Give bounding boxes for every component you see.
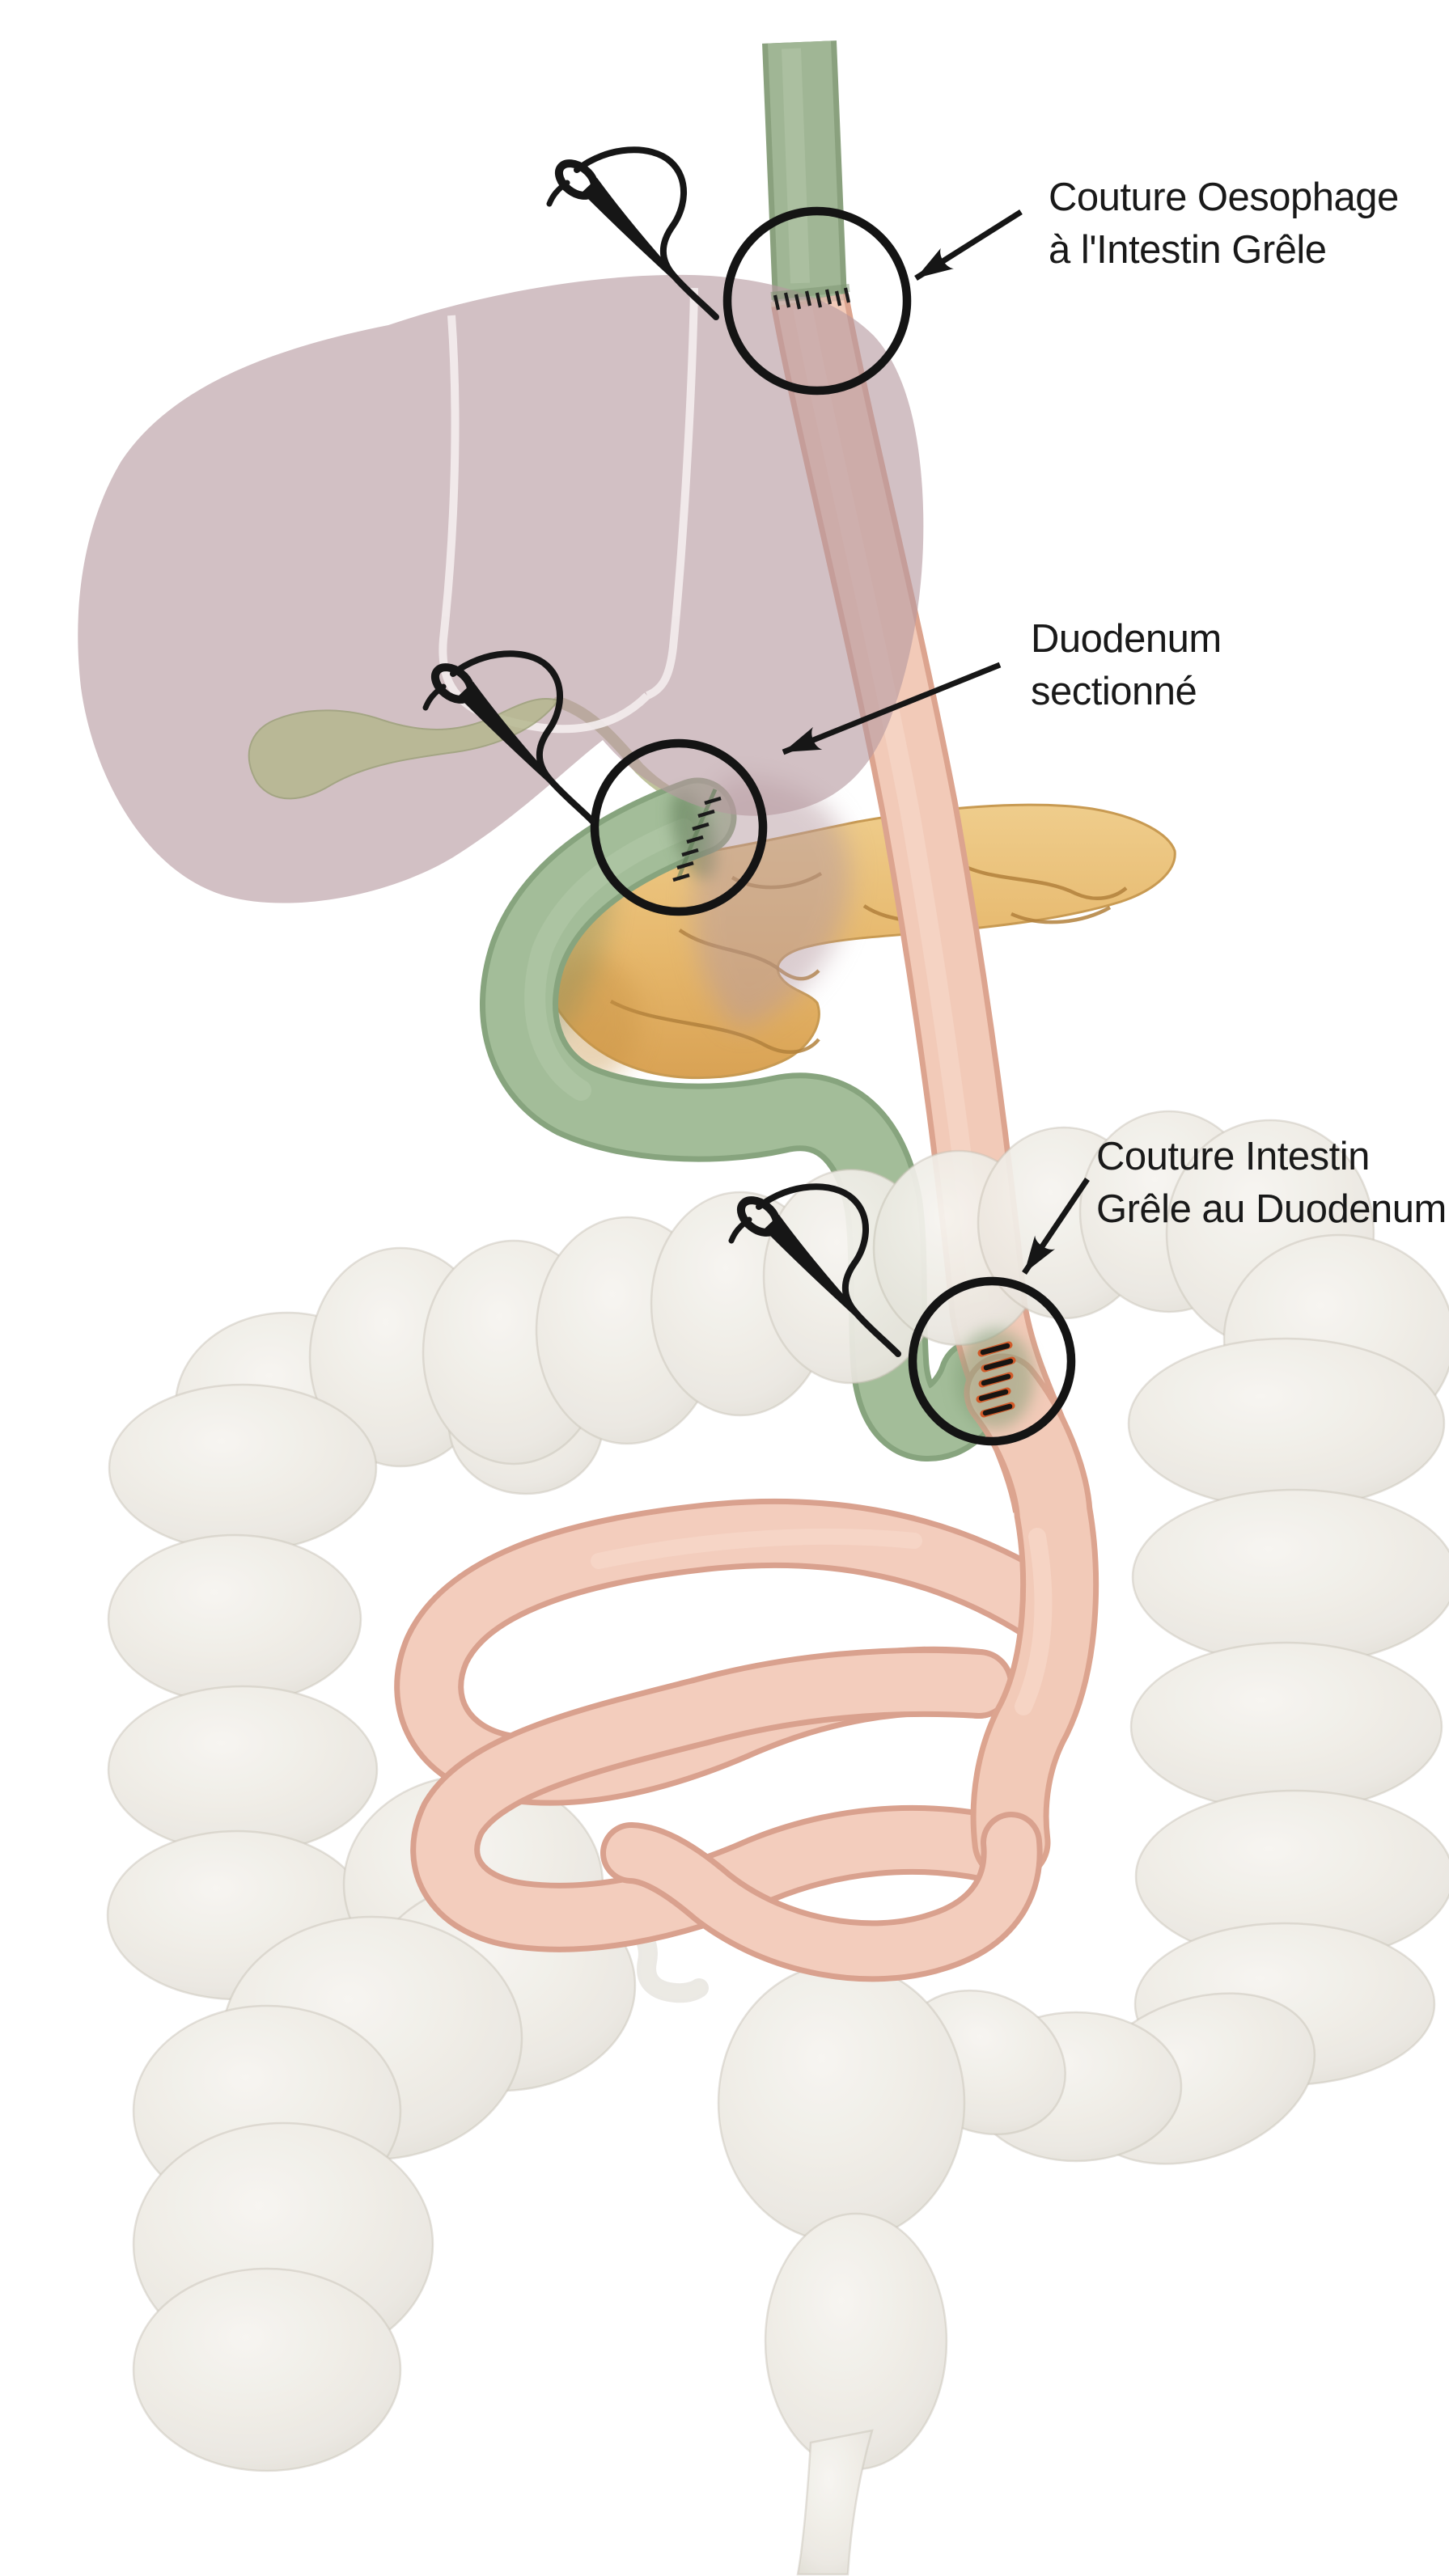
colon — [106, 1110, 1449, 2576]
small-intestine-coils — [394, 1353, 1099, 1982]
label-line: à l'Intestin Grêle — [1049, 228, 1327, 272]
label-duodenum-sectioned: Duodenum sectionné — [1031, 613, 1222, 718]
label-line: Couture Intestin — [1096, 1135, 1370, 1178]
suture-duodenum-stump — [672, 788, 722, 882]
arrow-duodenum-sectioned — [782, 662, 1002, 755]
esophagus — [762, 40, 847, 302]
label-line: Duodenum — [1031, 617, 1222, 661]
highlight-circle-duodenum-anastomosis — [908, 1276, 1076, 1446]
label-esophagus-anastomosis: Couture Oesophage à l'Intestin Grêle — [1049, 171, 1399, 277]
label-line: Couture Oesophage — [1049, 176, 1399, 219]
arrow-duodenum-anastomosis — [1022, 1178, 1090, 1275]
arrow-esophagus-anastomosis — [914, 209, 1023, 281]
suture-esophagus-junction — [770, 284, 851, 311]
highlight-circle-esophagus-anastomosis — [722, 206, 912, 395]
label-duodenum-anastomosis: Couture Intestin Grêle au Duodenum — [1096, 1131, 1447, 1236]
label-line: Grêle au Duodenum — [1096, 1187, 1447, 1231]
duodenum — [480, 777, 1017, 1461]
label-line: sectionné — [1031, 670, 1197, 713]
suture-duodenum-anastomosis — [956, 1329, 1034, 1429]
highlight-circle-duodenum-stump — [590, 738, 768, 916]
gallbladder — [248, 697, 560, 800]
